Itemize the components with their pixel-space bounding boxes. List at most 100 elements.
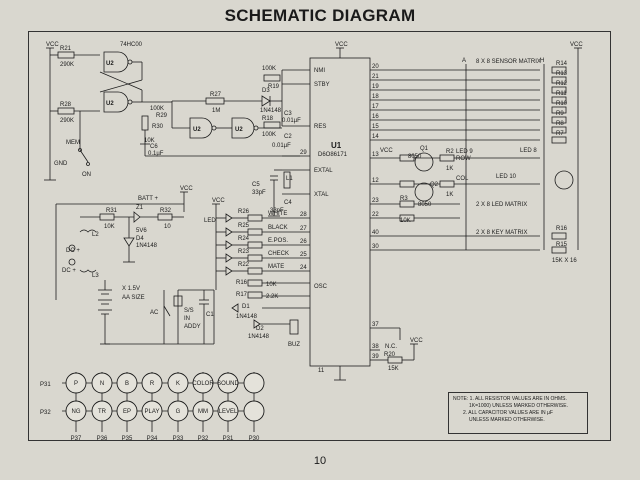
u1-part: D6O86171 xyxy=(318,152,348,158)
row-label: ROW xyxy=(456,156,471,162)
resistor-r32 xyxy=(157,213,173,221)
key-column-label: P33 xyxy=(173,436,184,442)
diode-d2 xyxy=(253,319,261,329)
gate-u2-d xyxy=(231,117,255,139)
u1-ic-body xyxy=(309,57,371,367)
u1-vcc: VCC xyxy=(335,42,348,48)
u1-pin-28: 28 xyxy=(300,212,307,218)
led-check: CHECK xyxy=(268,251,289,257)
diode-d3 xyxy=(261,95,271,107)
inductor-l2 xyxy=(79,229,97,233)
key-button[interactable] xyxy=(141,400,163,422)
key-button[interactable] xyxy=(243,400,265,422)
note-line-4: UNLESS MARKED OTHERWISE. xyxy=(469,417,545,423)
u2-c-label: U2 xyxy=(193,127,201,133)
led8-label: LED 8 xyxy=(520,148,537,154)
key-label: COLOR xyxy=(192,381,214,387)
switch-ss[interactable] xyxy=(173,295,183,307)
key-button[interactable] xyxy=(217,400,239,422)
key-button[interactable] xyxy=(167,372,189,394)
r8-label: R8 xyxy=(556,121,564,127)
resistor-r29 xyxy=(141,115,149,131)
gate-u2-mid xyxy=(103,91,129,113)
sensor-resistors xyxy=(551,66,567,144)
ss-label: S/S xyxy=(184,308,194,314)
key-label: EP xyxy=(123,409,131,415)
buz-label: BUZ xyxy=(288,342,300,348)
key-button[interactable] xyxy=(192,372,214,394)
key-column-label: P32 xyxy=(198,436,209,442)
led-black: BLACK xyxy=(268,225,288,231)
key-label: PLAY xyxy=(145,409,160,415)
r16-label: R16 xyxy=(236,280,248,286)
key-button[interactable] xyxy=(91,372,113,394)
batt-spec: X 1.5V xyxy=(122,286,140,292)
r27-value: 1M xyxy=(212,108,220,114)
r2-label: R2 xyxy=(446,149,454,155)
key-label: TR xyxy=(98,409,107,415)
transistor-q1 xyxy=(414,152,434,172)
ss-in: IN xyxy=(184,316,190,322)
r15-value: 15K X 16 xyxy=(552,258,577,264)
r23-label: R23 xyxy=(238,249,250,255)
c1-label: C1 xyxy=(206,312,214,318)
r27-label: R27 xyxy=(210,92,222,98)
u1-pin-nmi: NMI xyxy=(314,68,325,74)
key-button[interactable] xyxy=(65,400,87,422)
key-button[interactable] xyxy=(192,400,214,422)
c6-label: C6 xyxy=(150,144,158,150)
led-array xyxy=(225,213,233,276)
key-row-p31: P31 xyxy=(40,382,51,388)
c2-value: 0.01µF xyxy=(272,143,291,149)
led-col-label: COL xyxy=(456,176,469,182)
vcc-right: VCC xyxy=(570,42,583,48)
sensor-a: A xyxy=(462,58,466,64)
u1-pin-16: 16 xyxy=(372,114,379,120)
key-label: LEVEL xyxy=(219,409,238,415)
u1-pin-30: 30 xyxy=(372,244,379,250)
c2-label: C2 xyxy=(284,134,292,140)
key-button[interactable] xyxy=(167,400,189,422)
nc-label: N.C. xyxy=(385,344,397,350)
key-button[interactable] xyxy=(217,372,239,394)
u2-mid-label: U2 xyxy=(106,101,114,107)
led-epos: E.POS. xyxy=(268,238,288,244)
r29-label: R29 xyxy=(156,113,168,119)
key-button[interactable] xyxy=(65,372,87,394)
inductor-l1 xyxy=(283,171,291,189)
key-label: R xyxy=(150,381,155,387)
d4-value: 1N4148 xyxy=(136,243,158,249)
c3-label: C3 xyxy=(284,111,292,117)
q2-label: Q2 xyxy=(430,182,439,188)
key-button[interactable] xyxy=(116,400,138,422)
key-label: N xyxy=(100,381,104,387)
key-button[interactable] xyxy=(91,400,113,422)
u1-pin-38: 38 xyxy=(372,344,379,350)
u1-pin-24: 24 xyxy=(300,265,307,271)
key-button[interactable] xyxy=(141,372,163,394)
key-button[interactable] xyxy=(243,372,265,394)
led-mate: MATE xyxy=(268,264,284,270)
q1-label: Q1 xyxy=(420,146,429,152)
diode-d1 xyxy=(231,303,239,313)
r18-label: R18 xyxy=(262,116,274,122)
l2-label: L2 xyxy=(92,232,99,238)
r7-label: R7 xyxy=(556,131,564,137)
c5-label: C5 xyxy=(252,182,260,188)
c3-value: 0.01µF xyxy=(282,118,301,124)
battery-4x1v5 xyxy=(98,289,112,315)
key-column-label: P34 xyxy=(147,436,158,442)
sensor-matrix-label: 8 X 8 SENSOR MATRIX xyxy=(476,59,541,65)
resistor-r17 xyxy=(247,291,263,299)
diode-d4 xyxy=(123,237,135,247)
u1-pin-40: 40 xyxy=(372,230,379,236)
key-button[interactable] xyxy=(116,372,138,394)
note-line-1: NOTE: 1. ALL RESISTOR VALUES ARE IN OHMS… xyxy=(453,396,567,402)
transistor-right xyxy=(554,170,574,190)
on-label: ON xyxy=(82,172,91,178)
u1-pin-res: RES xyxy=(314,124,326,130)
r32-label: R32 xyxy=(160,208,172,214)
q2-part: 8050 xyxy=(418,202,432,208)
u1-pin-27: 27 xyxy=(300,226,307,232)
dc-jack-1 xyxy=(68,244,76,252)
